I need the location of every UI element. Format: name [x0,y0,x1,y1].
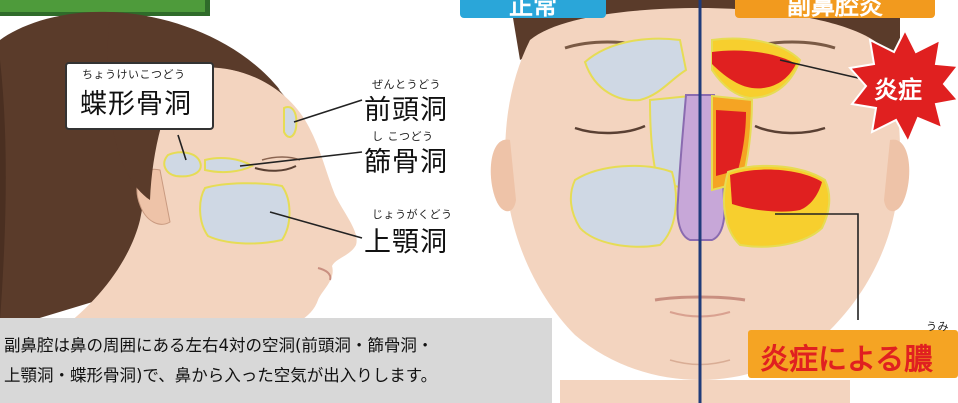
sphenoid-name: 蝶形骨洞 [80,89,192,120]
sphenoid-label-box [65,62,214,130]
sinusitis-tag-label: 副鼻腔炎 [787,0,883,18]
leader-lines [177,99,363,239]
maxillary-sinus-normal [569,164,677,248]
frontal-reading: ぜんとうどう [372,78,441,91]
profile-frontal-sinus [283,106,298,138]
profile-maxillary-sinus [199,182,291,245]
ethmoid-reading: し こつどう [372,130,434,143]
caption-box: 副鼻腔は鼻の周囲にある左右4対の空洞(前頭洞・篩骨洞・ 上顎洞・蝶形骨洞)で、鼻… [0,318,552,403]
caption-line-2: 上顎洞・蝶形骨洞)で、鼻から入った空気が出入りします。 [4,366,438,385]
ethmoid-name: 篩骨洞 [364,147,448,178]
sinusitis-tag: 副鼻腔炎 [735,0,935,18]
maxillary-name: 上顎洞 [364,227,448,258]
frontal-name: 前頭洞 [364,95,448,126]
caption-line-1: 副鼻腔は鼻の周囲にある左右4対の空洞(前頭洞・篩骨洞・ [4,336,434,355]
pus-badge-label: 炎症による膿 [760,342,934,376]
normal-tag-label: 正常 [509,0,557,18]
maxillary-reading: じょうがくどう [372,208,453,221]
normal-tag: 正常 [460,0,606,18]
inflammation-badge-label: 炎症 [874,76,922,104]
pus-reading: うみ [926,320,949,333]
profile-sphenoid-sinus [163,151,202,178]
starburst-icon [848,27,958,145]
sphenoid-reading: ちょうけいこつどう [82,68,186,81]
profile-ethmoid-sinus [204,157,254,174]
pus-badge [748,330,958,378]
frontal-sinus-normal [583,37,688,102]
